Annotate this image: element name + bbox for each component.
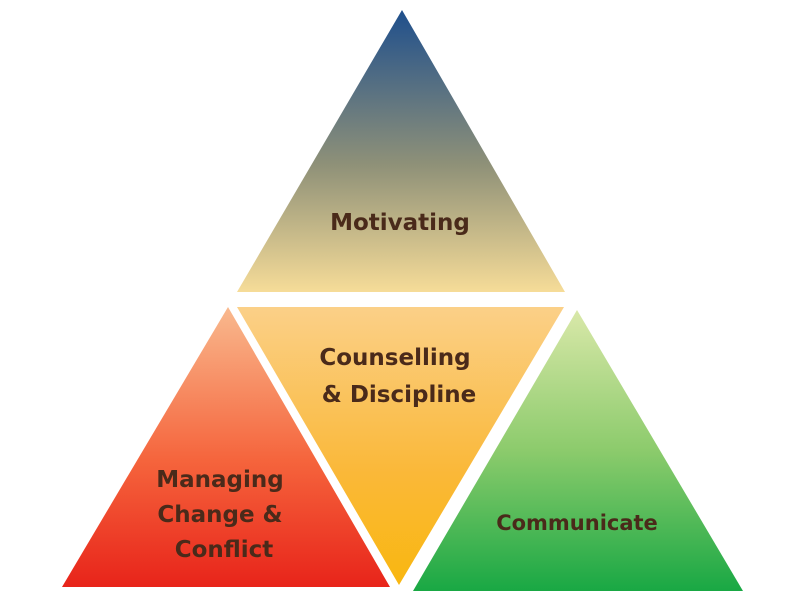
- triangle-right: [413, 310, 743, 591]
- triangle-left: [62, 307, 390, 587]
- label-right: Communicate: [496, 511, 658, 535]
- label-left: Managing Change & Conflict: [156, 467, 292, 563]
- label-top: Motivating: [330, 210, 470, 236]
- triangle-center: [237, 307, 564, 585]
- label-center: Counselling & Discipline: [319, 345, 478, 408]
- triangle-top: [237, 10, 565, 292]
